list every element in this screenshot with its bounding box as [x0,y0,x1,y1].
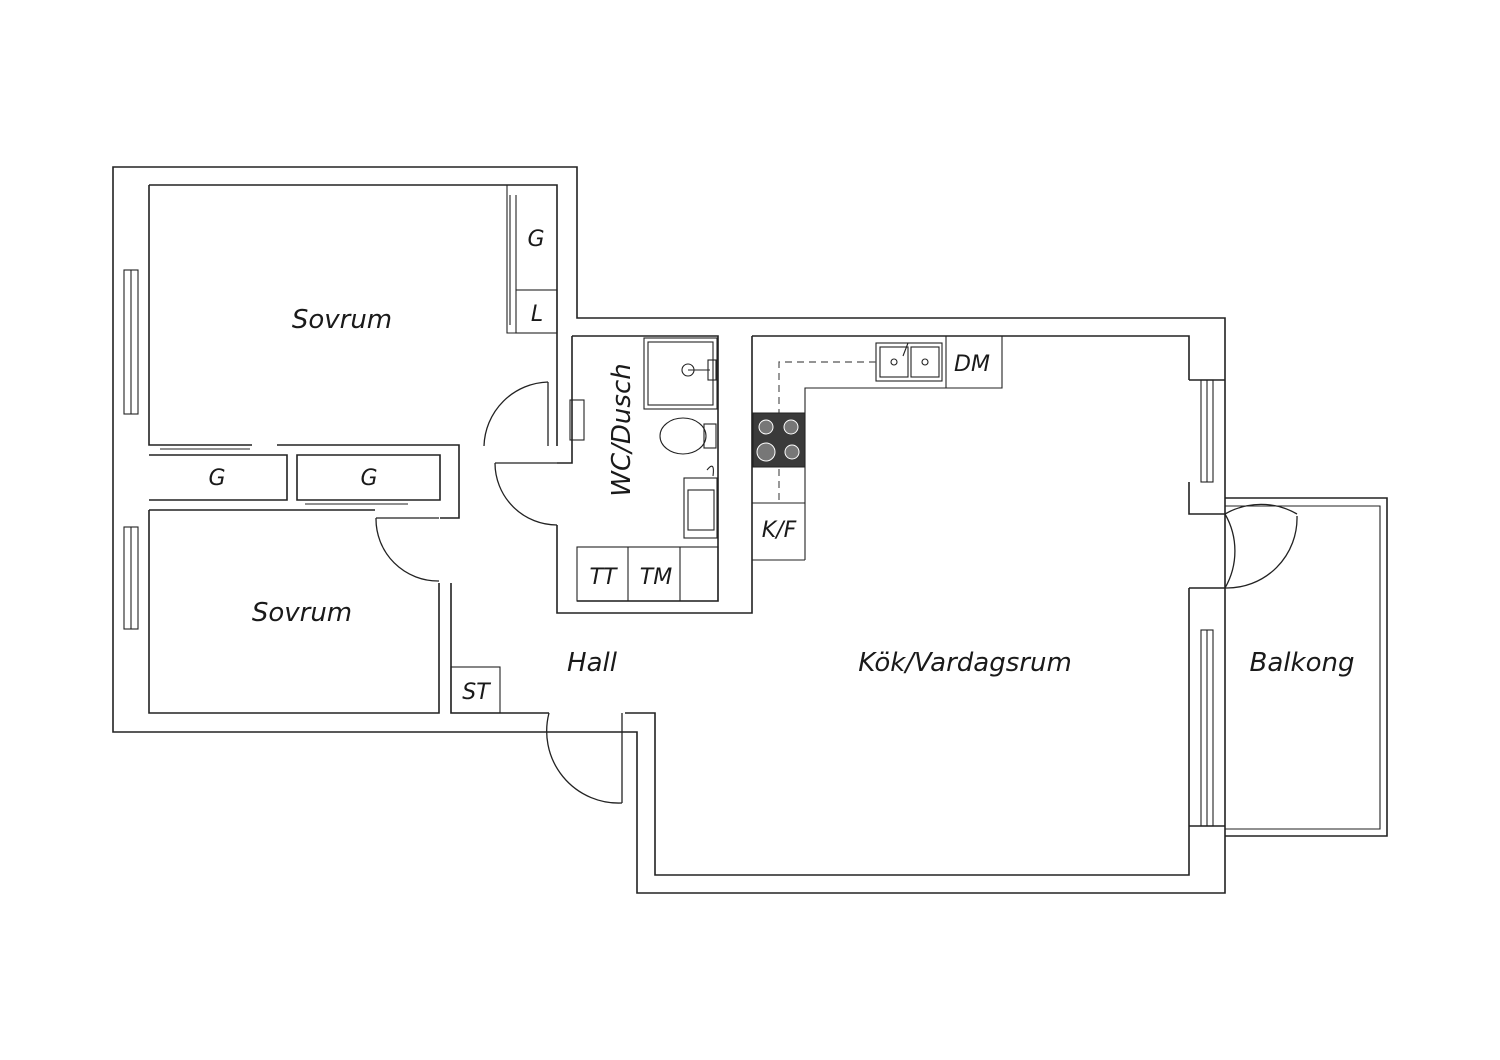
label-tm: TM [640,565,672,590]
label-hall: Hall [567,648,618,678]
label-kf: K/F [762,518,797,543]
living-right-wall [1188,379,1298,827]
label-wardrobe-top: G [527,227,544,252]
bedroom-bottom [148,509,440,714]
kitchen [752,335,1190,561]
window-bedroom-top [123,269,139,415]
label-balcony: Balkong [1250,648,1355,678]
bedroom-top [148,185,558,519]
wardrobes-middle [149,448,441,505]
label-tt: TT [590,565,618,590]
label-kitchen-living: Kök/Vardagsrum [858,648,1072,678]
label-wardrobe-mid-left: G [208,466,225,491]
label-st: ST [462,680,491,705]
label-linen: L [531,302,543,327]
label-bedroom-top: Sovrum [292,305,392,335]
hall [450,381,1190,876]
window-bedroom-bottom [123,526,139,630]
bathroom [556,333,753,614]
label-dm: DM [954,352,990,377]
label-wc-dusch: WC/Dusch [607,363,637,496]
exterior-walls [112,166,1226,894]
label-bedroom-bottom: Sovrum [252,598,352,628]
label-wardrobe-mid-right: G [360,466,377,491]
balcony [1225,497,1388,837]
